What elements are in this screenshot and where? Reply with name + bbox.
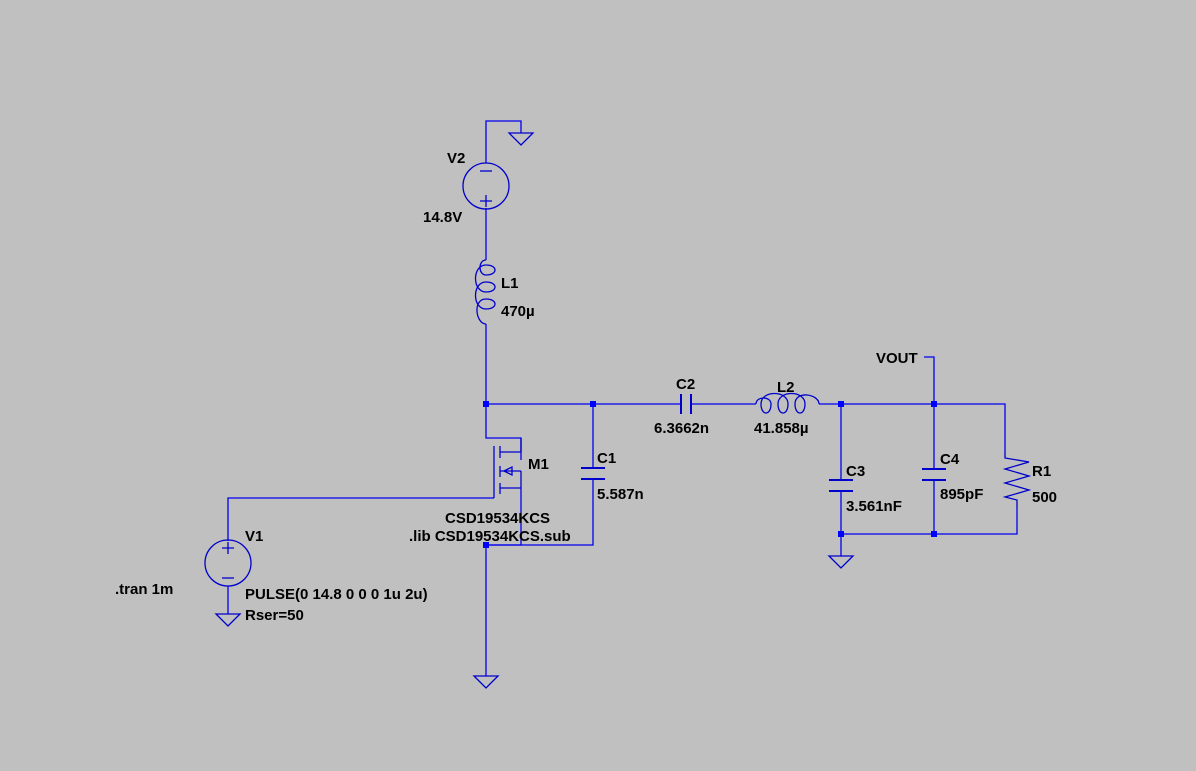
r1-value-label[interactable]: 500 xyxy=(1032,489,1057,506)
mosfet-arrow-icon xyxy=(502,465,513,477)
l2-inductor[interactable] xyxy=(755,392,820,414)
m1-mosfet[interactable] xyxy=(493,438,522,498)
wire-gate[interactable] xyxy=(227,497,494,541)
c3-value-label[interactable]: 3.561nF xyxy=(846,498,902,515)
m1-model-label[interactable]: CSD19534KCS xyxy=(445,510,550,527)
ground-c3-icon[interactable] xyxy=(827,555,855,569)
junction-c1-node xyxy=(590,401,596,407)
ground-v1-icon[interactable] xyxy=(214,613,242,627)
labels: V2 14.8V L1 470µ VOUT C2 6.3662n L2 41.8… xyxy=(115,150,1057,624)
junction-c3-bottom xyxy=(838,531,844,537)
v2-value-label[interactable]: 14.8V xyxy=(423,209,462,226)
junction-c3-node xyxy=(838,401,844,407)
ground-top-icon[interactable] xyxy=(507,132,535,146)
ground-source-icon[interactable] xyxy=(472,675,500,689)
wire-c1-bottom[interactable] xyxy=(486,479,594,546)
c1-name-label[interactable]: C1 xyxy=(597,450,616,467)
r1-resistor[interactable] xyxy=(1002,452,1032,508)
c1-value-label[interactable]: 5.587n xyxy=(597,486,644,503)
c2-value-label[interactable]: 6.3662n xyxy=(654,420,709,437)
c4-value-label[interactable]: 895pF xyxy=(940,486,983,503)
v1-value-label[interactable]: PULSE(0 14.8 0 0 0 1u 2u) xyxy=(245,586,428,603)
v1-pulse-source[interactable] xyxy=(204,539,252,587)
vout-net-label[interactable]: VOUT xyxy=(876,350,918,367)
l2-value-label[interactable]: 41.858µ xyxy=(754,420,809,437)
junction-drain-node xyxy=(483,401,489,407)
m1-name-label[interactable]: M1 xyxy=(528,456,549,473)
wire-vout-stub[interactable] xyxy=(924,356,935,404)
v1-rser-label[interactable]: Rser=50 xyxy=(245,607,304,624)
v2-voltage-source[interactable] xyxy=(462,162,510,210)
wire-l2-out[interactable] xyxy=(819,403,1006,452)
v2-name-label[interactable]: V2 xyxy=(447,150,465,167)
junction-source-node xyxy=(483,542,489,548)
l2-name-label[interactable]: L2 xyxy=(777,379,795,396)
c3-name-label[interactable]: C3 xyxy=(846,463,865,480)
c2-capacitor[interactable] xyxy=(680,394,692,414)
c3-capacitor[interactable] xyxy=(829,479,853,492)
l1-name-label[interactable]: L1 xyxy=(501,275,519,292)
r1-name-label[interactable]: R1 xyxy=(1032,463,1051,480)
c4-name-label[interactable]: C4 xyxy=(940,451,960,468)
junctions xyxy=(483,401,937,548)
tran-directive[interactable]: .tran 1m xyxy=(115,581,173,598)
v1-name-label[interactable]: V1 xyxy=(245,528,263,545)
c1-capacitor[interactable] xyxy=(581,467,605,480)
l1-value-label[interactable]: 470µ xyxy=(501,303,535,320)
lib-directive[interactable]: .lib CSD19534KCS.sub xyxy=(409,528,571,545)
plus-sign-icon xyxy=(222,542,234,554)
l1-inductor[interactable] xyxy=(474,259,496,325)
plus-sign-icon xyxy=(480,195,492,207)
c2-name-label[interactable]: C2 xyxy=(676,376,695,393)
junction-vout-node xyxy=(931,401,937,407)
junction-c4-bottom xyxy=(931,531,937,537)
wire-v2-gnd[interactable] xyxy=(485,120,522,163)
c4-capacitor[interactable] xyxy=(922,468,946,481)
wire-return-bus[interactable] xyxy=(841,508,1018,535)
wires xyxy=(227,120,1018,676)
wire-source-gnd[interactable] xyxy=(485,488,522,676)
